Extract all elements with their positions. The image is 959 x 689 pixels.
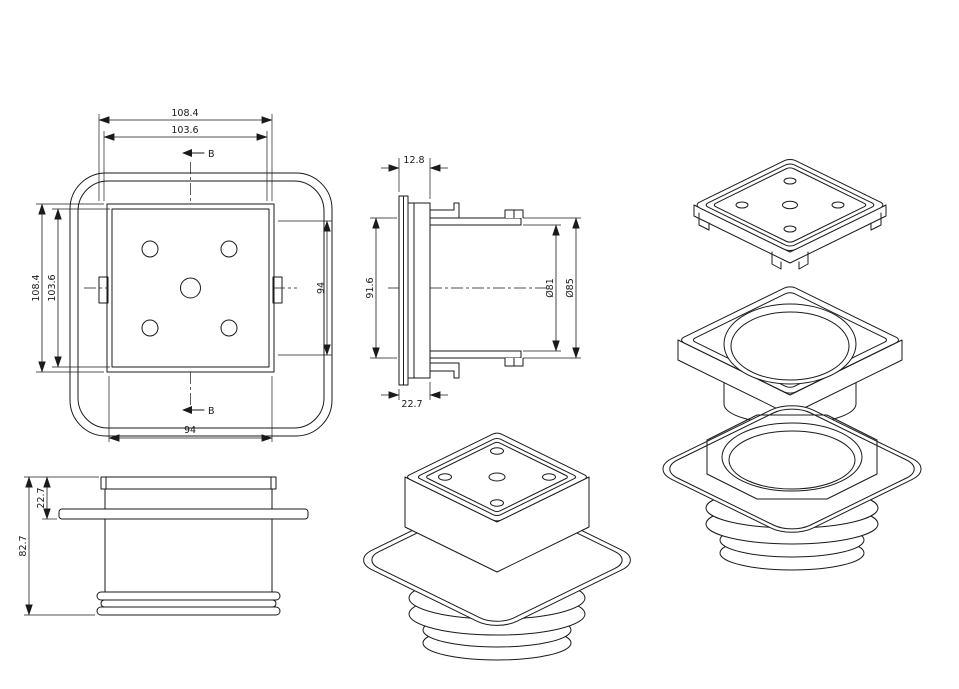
dim-flange-width: 12.8 — [381, 155, 448, 199]
svg-text:108.4: 108.4 — [31, 274, 42, 301]
svg-text:82.7: 82.7 — [18, 535, 29, 556]
clip — [771, 251, 782, 270]
clip — [870, 212, 882, 231]
frame-body — [407, 202, 431, 379]
exploded-base-flange — [651, 400, 934, 571]
grate-hole — [141, 319, 159, 337]
exploded-view — [651, 158, 934, 571]
svg-text:91.6: 91.6 — [365, 277, 376, 298]
flange-lip-top — [429, 202, 460, 219]
section-marker-top: B — [182, 149, 215, 160]
dim-top-outer-width: 108.4 — [98, 108, 273, 201]
frame-walls — [677, 339, 903, 416]
grate-hole — [783, 225, 797, 233]
tray-rim — [694, 158, 886, 252]
dim-total-height: 82.7 — [18, 476, 95, 616]
base-flange-inner — [659, 404, 925, 534]
dim-outer-diameter: Ø85 — [523, 217, 581, 359]
flange-lip-bottom — [429, 362, 460, 379]
box-walls — [404, 476, 590, 573]
grate-plate-outer — [106, 203, 275, 373]
seal-ring — [96, 591, 281, 601]
svg-text:94: 94 — [184, 425, 196, 436]
grate-hole — [490, 499, 504, 507]
exploded-grate-tray — [693, 158, 887, 270]
dim-bottom-span: 94 — [108, 376, 273, 442]
grate-edge — [100, 476, 277, 490]
section-label: B — [208, 406, 215, 417]
grate-hole — [490, 447, 504, 455]
grate-hole-center — [782, 200, 798, 210]
bore-opening-inner — [730, 311, 850, 381]
grate-hole — [141, 240, 159, 258]
dim-right-span: 94 — [278, 220, 332, 356]
svg-text:103.6: 103.6 — [47, 274, 58, 301]
tray-walls — [693, 204, 887, 264]
seal-ring — [96, 606, 281, 616]
bore-opening — [723, 303, 857, 385]
section-marker-bottom: B — [182, 406, 215, 417]
section-label: B — [208, 149, 215, 160]
dim-top-depth: 22.7 — [24, 476, 99, 520]
grate-hole — [438, 473, 452, 481]
grate-plate-inner — [111, 208, 270, 368]
grate-rim — [416, 438, 577, 517]
top-view: B B 108.4 103.6 108.4 — [31, 108, 333, 442]
base-bore-inner — [728, 430, 856, 490]
grate-hole — [831, 201, 845, 209]
svg-text:22.7: 22.7 — [36, 487, 47, 508]
clip — [698, 212, 710, 231]
svg-text:103.6: 103.6 — [171, 125, 198, 136]
svg-text:12.8: 12.8 — [403, 155, 424, 166]
grate-hole — [542, 473, 556, 481]
drain-body — [104, 518, 273, 593]
dim-top-inner-width: 103.6 — [103, 125, 268, 201]
grate-hole-center — [180, 277, 201, 299]
side-tab-right — [272, 276, 283, 304]
base-flange-plate — [651, 400, 934, 539]
box-top-face — [405, 432, 589, 522]
seal-ring — [100, 599, 277, 608]
grate-hole-center — [488, 472, 506, 482]
dim-inner-diameter: Ø81 — [523, 224, 561, 352]
flange-edge — [58, 508, 309, 520]
dim-left-outer-height: 108.4 — [31, 203, 104, 373]
grate-hole — [783, 177, 797, 185]
dim-frame-depth: 22.7 — [381, 382, 448, 410]
tray-floor — [712, 167, 868, 243]
svg-text:22.7: 22.7 — [401, 399, 422, 410]
svg-text:Ø85: Ø85 — [565, 278, 576, 298]
front-view: 22.7 82.7 — [18, 476, 309, 616]
grate-hole — [735, 201, 749, 209]
base-bore — [721, 422, 863, 492]
tray-rim-inner — [704, 163, 877, 248]
dim-body-height: 91.6 — [365, 217, 397, 359]
grate-hole — [220, 319, 238, 337]
exploded-frame — [677, 285, 903, 425]
svg-text:108.4: 108.4 — [171, 108, 198, 119]
side-tab-left — [98, 276, 109, 304]
iso-assembled-view — [352, 432, 642, 661]
dim-left-inner-height: 103.6 — [47, 208, 110, 368]
grate-hole — [220, 240, 238, 258]
svg-text:Ø81: Ø81 — [545, 278, 556, 298]
grate-face — [425, 442, 569, 513]
section-view: 12.8 91.6 Ø81 Ø85 22.7 — [365, 155, 581, 410]
clip — [798, 251, 809, 270]
octagonal-seat — [706, 414, 878, 500]
svg-text:94: 94 — [316, 282, 327, 294]
